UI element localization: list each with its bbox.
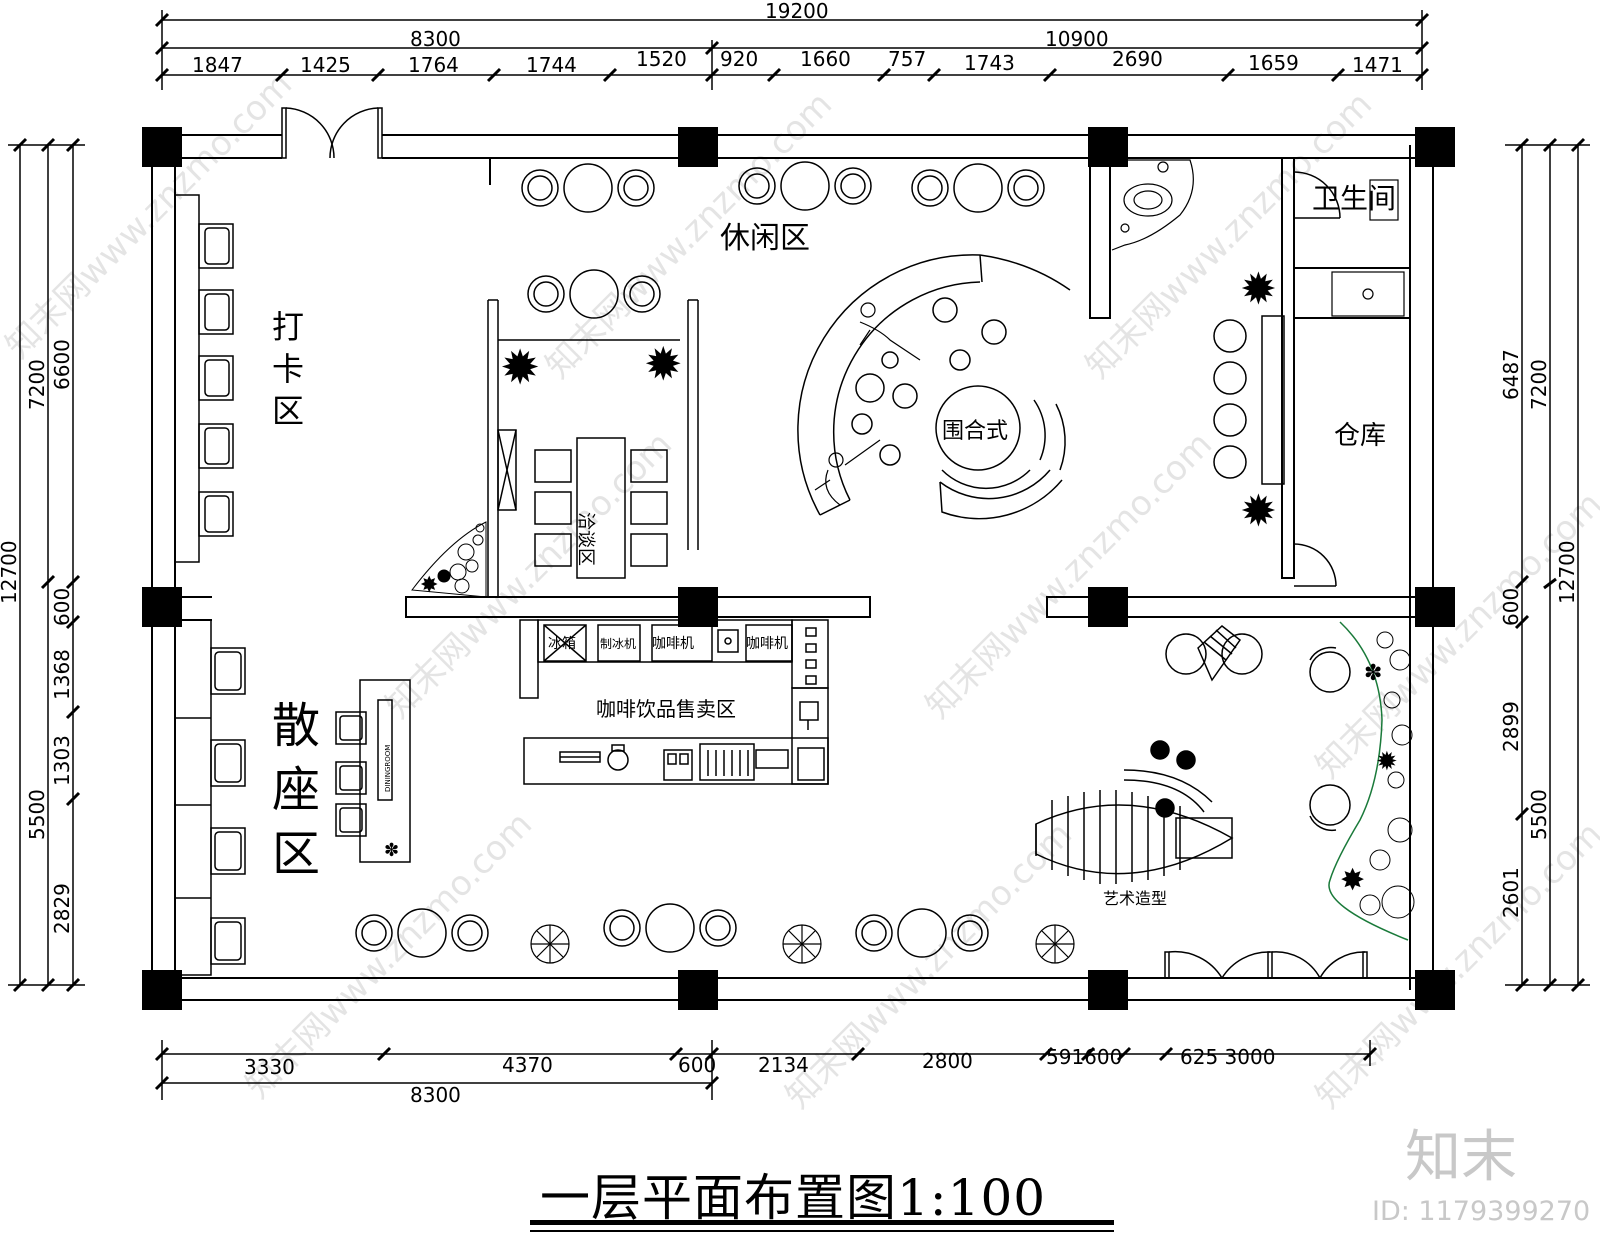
title-underline — [530, 1220, 1114, 1232]
pebble-garden: ✸ — [411, 521, 487, 598]
dim-top-seg: 1847 — [192, 53, 243, 77]
dim-bottom-total: 8300 — [410, 1083, 461, 1107]
round-table-sets — [355, 161, 1045, 958]
dim-left-seg: 2829 — [50, 883, 74, 934]
dim-left-total: 12700 — [0, 540, 21, 604]
dim-top-seg: 2690 — [1112, 47, 1163, 71]
zone-coffee-sales: 咖啡饮品售卖区 — [596, 697, 736, 721]
checkin-bench — [174, 194, 234, 563]
ice-machine-label: 制冰机 — [600, 637, 636, 651]
zone-seating: 散 — [272, 698, 320, 754]
coffee-machine-label: 咖啡机 — [746, 636, 788, 652]
dim-top-seg: 757 — [888, 47, 926, 71]
dim-top-seg: 1659 — [1248, 51, 1299, 75]
zone-negotiation: 洽谈区 — [575, 512, 596, 566]
plant-icon: ✹ — [644, 337, 683, 391]
dim-left-seg: 600 — [50, 588, 74, 626]
svg-text:✸: ✸ — [1340, 863, 1365, 898]
zone-art: 艺术造型 — [1103, 889, 1167, 908]
zone-checkin: 卡 — [272, 350, 304, 388]
corner-planter — [1111, 159, 1194, 251]
brand-watermark: 知末 — [1405, 1125, 1517, 1190]
dim-top-seg: 1471 — [1352, 53, 1403, 77]
art-sculpture — [1035, 740, 1234, 884]
round-trees — [530, 924, 1075, 964]
coffee-machine-label: 咖啡机 — [652, 636, 694, 652]
loose-seating — [174, 619, 411, 976]
dim-right-upper-inner: 6487 — [1499, 349, 1523, 400]
restroom-fixtures — [1331, 179, 1405, 317]
dim-top-right: 10900 — [1045, 27, 1109, 51]
dim-right-seg: 2899 — [1499, 701, 1523, 752]
plant-icon: ✹ — [1240, 486, 1277, 537]
wall-bar-seating — [1213, 315, 1285, 485]
bottom-dimensions — [154, 1040, 1378, 1100]
watermark: 知末网www.znzmo.com — [0, 64, 300, 366]
watermark: 知末网www.znzmo.com — [918, 424, 1220, 726]
dim-right-upper: 7200 — [1527, 359, 1551, 410]
zone-restroom: 卫生间 — [1312, 182, 1396, 215]
doors — [281, 107, 1368, 979]
svg-text:✸: ✸ — [420, 573, 438, 598]
dim-bottom-seg: 625 3000 — [1180, 1045, 1275, 1069]
dim-bottom-seg: 600 — [678, 1053, 716, 1077]
plant-icon: ✹ — [1240, 264, 1277, 315]
enclosed-seating — [797, 254, 1071, 520]
columns — [142, 127, 1455, 1010]
dim-left-upper-inner: 6600 — [50, 339, 74, 390]
dim-right-seg: 600 — [1499, 588, 1523, 626]
dim-top-seg: 1425 — [300, 53, 351, 77]
garden-bed — [1328, 621, 1409, 941]
person-figures — [814, 302, 921, 506]
dim-left-upper: 7200 — [25, 359, 49, 410]
brand-id: ID: 1179399270 — [1372, 1196, 1591, 1227]
dim-top-left: 8300 — [410, 27, 461, 51]
dim-top-total: 19200 — [765, 0, 829, 23]
right-dimensions — [1505, 137, 1590, 993]
walls — [151, 134, 1434, 1001]
zone-checkin: 区 — [272, 392, 304, 430]
lounge-chairs — [1165, 625, 1351, 832]
svg-text:✹: ✹ — [1376, 747, 1398, 777]
dining-sign: DININGROOM — [384, 745, 392, 792]
dim-top-seg: 1744 — [526, 53, 577, 77]
dim-bottom-seg: 3330 — [244, 1055, 295, 1079]
dim-right-total: 12700 — [1555, 540, 1579, 604]
potted-plants: ✹ ✹ ✹ ✹ — [500, 264, 1277, 537]
garden-plants: ✸ ✹ ✽ — [1340, 631, 1415, 919]
dim-top-seg: 920 — [720, 47, 758, 71]
left-dimensions — [8, 137, 85, 993]
dim-bottom-seg: 591600 — [1046, 1045, 1122, 1069]
zone-checkin: 打 — [272, 308, 304, 346]
dim-bottom-seg: 2800 — [922, 1049, 973, 1073]
dim-top-seg: 1764 — [408, 53, 459, 77]
fridge-label: 冰箱 — [548, 636, 576, 652]
dim-top-seg: 1520 — [636, 47, 687, 71]
plant-icon: ✹ — [500, 340, 540, 396]
top-dimensions — [154, 10, 1430, 90]
zone-seating: 区 — [272, 826, 320, 882]
dim-right-lower: 5500 — [1527, 789, 1551, 840]
dim-bottom-seg: 4370 — [502, 1053, 553, 1077]
zone-seating: 座 — [272, 762, 320, 818]
watermark: 知末网www.znzmo.com — [1308, 814, 1600, 1116]
zone-enclosed: 围合式 — [942, 419, 1008, 444]
svg-text:✽: ✽ — [1364, 661, 1382, 686]
zone-leisure: 休闲区 — [720, 221, 810, 256]
dim-left-seg: 1303 — [50, 735, 74, 786]
dim-left-seg: 1368 — [50, 649, 74, 700]
coffee-counter — [519, 619, 829, 785]
zone-storage: 仓库 — [1334, 421, 1386, 451]
plant-icon: ✽ — [384, 840, 399, 861]
dim-bottom-seg: 2134 — [758, 1053, 809, 1077]
drawing-title: 一层平面布置图1:100 — [540, 1169, 1047, 1227]
dim-left-lower: 5500 — [25, 789, 49, 840]
dim-top-seg: 1743 — [964, 51, 1015, 75]
dim-top-seg: 1660 — [800, 47, 851, 71]
negotiation-room — [487, 299, 699, 597]
dim-right-seg: 2601 — [1499, 867, 1523, 918]
